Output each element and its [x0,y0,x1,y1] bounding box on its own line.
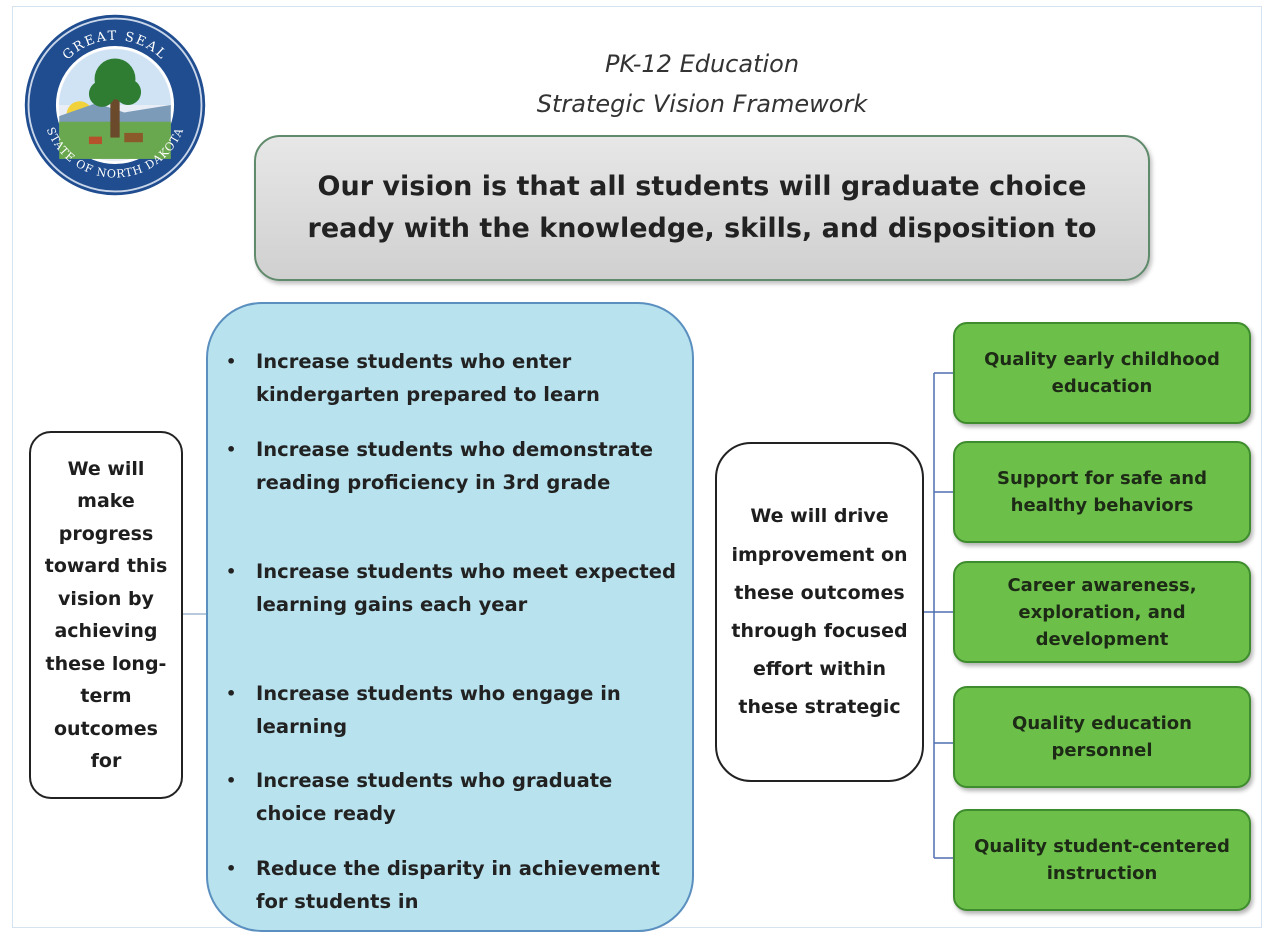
strategic-area-box: Quality education personnel [953,686,1251,788]
strategic-area-box: Support for safe and healthy behaviors [953,441,1251,543]
outcome-item: Increase students who engage in learning [226,678,676,743]
strategic-area-box: Quality early childhood education [953,322,1251,424]
strategic-area-box: Career awareness, exploration, and devel… [953,561,1251,663]
outcome-item: Reduce the disparity in achievement for … [226,853,676,918]
north-dakota-seal-icon: GREAT SEAL STATE OF NORTH DAKOTA [24,14,206,196]
diagram-subtitle: Strategic Vision Framework [536,90,868,118]
diagram-title: PK-12 Education [604,50,800,78]
vision-statement-box: Our vision is that all students will gra… [254,135,1150,281]
outcome-item: Increase students who demonstrate readin… [226,434,676,499]
progress-statement-box: We will make progress toward this vision… [29,431,183,799]
strategic-area-box: Quality student-centered instruction [953,809,1251,911]
outcome-item: Increase students who graduate choice re… [226,765,676,830]
outcome-item: Increase students who meet expected lear… [226,556,676,621]
outcome-item: Increase students who enter kindergarten… [226,346,676,411]
outcomes-box: Increase students who enter kindergarten… [206,302,694,932]
strategy-statement-box: We will drive improvement on these outco… [715,442,924,782]
